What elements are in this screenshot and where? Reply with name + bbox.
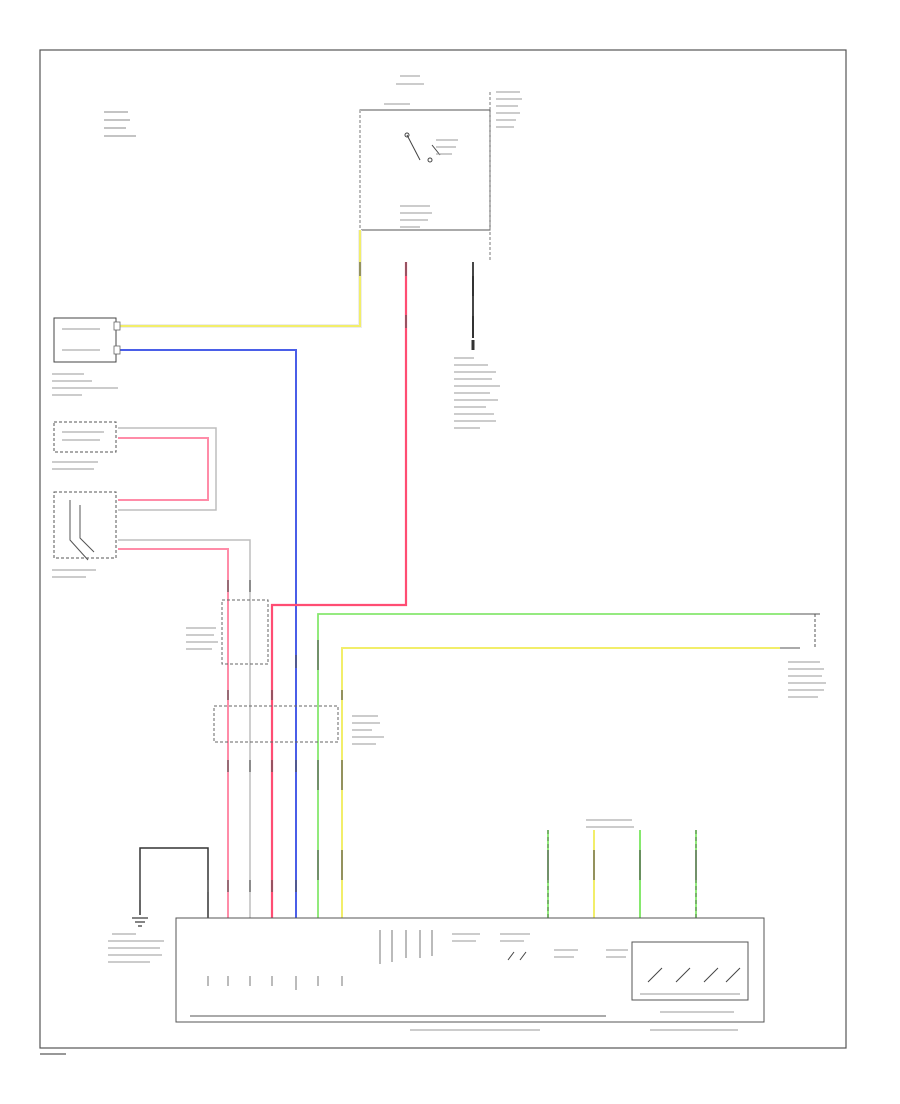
connector-block-middle [213,705,384,745]
wire-gray-down [118,539,251,920]
wire-yellow-right [341,647,780,920]
wire-blue [120,349,297,920]
right-connector [780,613,826,698]
wire-tag-marks [139,262,697,900]
bottom-stub-wires [547,830,697,918]
connector-block-upper [186,599,269,665]
connector-pin-icon [113,345,121,355]
wire-black-left [139,847,209,920]
diagram-frame [39,49,847,1049]
wire-green-right [317,613,790,920]
switch-contact-icon [647,967,741,983]
module-header-note [586,819,634,828]
ground-symbol-icon [132,917,148,927]
left-module-3 [52,491,117,578]
left-module-2 [52,421,117,470]
ground-note [454,357,500,429]
wire-yellow-top [120,230,362,328]
top-switch-assembly [359,75,522,262]
switch-contact-icon [404,132,441,163]
wire-red-main [270,262,408,920]
bottom-control-module [175,917,765,1031]
wire-pink-loop [118,437,209,501]
left-module-1 [52,317,121,396]
legend-block [104,111,136,137]
wire-gray-loop [118,427,217,511]
switch-module-box [359,109,491,231]
ground-component-left [108,917,164,963]
connector-pin-icon [113,321,121,331]
switch-contact-icon [507,951,527,961]
wire-pink-down [118,548,229,920]
